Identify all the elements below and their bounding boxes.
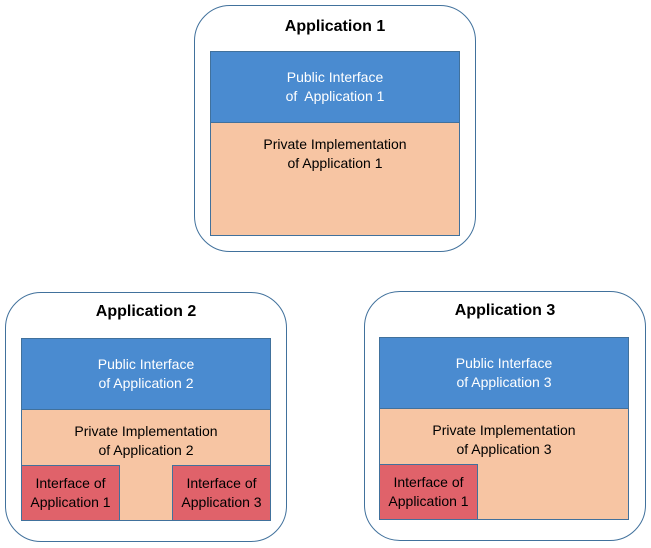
application-3-private-implementation-line-1: Private Implementation [432, 422, 576, 438]
application-1-private-implementation-line-2: of Application 1 [287, 155, 383, 171]
application-1-public-interface: Public Interface of Application 1 [210, 51, 460, 123]
application-1-title: Application 1 [284, 18, 386, 35]
application-3-private-implementation-line-2: of Application 3 [456, 441, 552, 457]
application-1-private-implementation-line-1: Private Implementation [263, 136, 407, 152]
application-2-public-interface-line-1: Public Interface [97, 356, 195, 372]
application-3-public-interface-line-1: Public Interface [455, 355, 553, 371]
application-3-interface-1-line-2: Application 1 [388, 493, 469, 509]
application-3-interface-1-line-1: Interface of [393, 474, 464, 490]
application-2-interface-of-application-1: Interface of Application 1 [21, 465, 120, 521]
application-3-interface-of-application-1: Interface of Application 1 [379, 464, 478, 520]
application-2-public-interface: Public Interface of Application 2 [21, 338, 271, 410]
application-3-public-interface: Public Interface of Application 3 [379, 337, 629, 409]
application-2-private-implementation-line-2: of Application 2 [98, 442, 194, 458]
application-2-private-implementation-line-1: Private Implementation [74, 423, 218, 439]
application-1-private-implementation: Private Implementation of Application 1 [210, 123, 460, 236]
application-1-public-interface-line-2: of Application 1 [285, 88, 385, 104]
application-2-title: Application 2 [95, 303, 197, 320]
application-2-public-interface-line-2: of Application 2 [98, 375, 194, 391]
application-2-interface-2-line-1: Interface of [186, 475, 257, 491]
application-1-public-interface-line-1: Public Interface [286, 69, 384, 85]
application-3-public-interface-line-2: of Application 3 [456, 374, 552, 390]
application-2-interface-2-line-2: Application 3 [181, 494, 262, 510]
application-2-interface-1-line-1: Interface of [35, 475, 106, 491]
application-2-interface-1-line-2: Application 1 [30, 494, 111, 510]
application-3-title: Application 3 [454, 302, 556, 319]
application-2-interface-of-application-3: Interface of Application 3 [172, 465, 271, 521]
